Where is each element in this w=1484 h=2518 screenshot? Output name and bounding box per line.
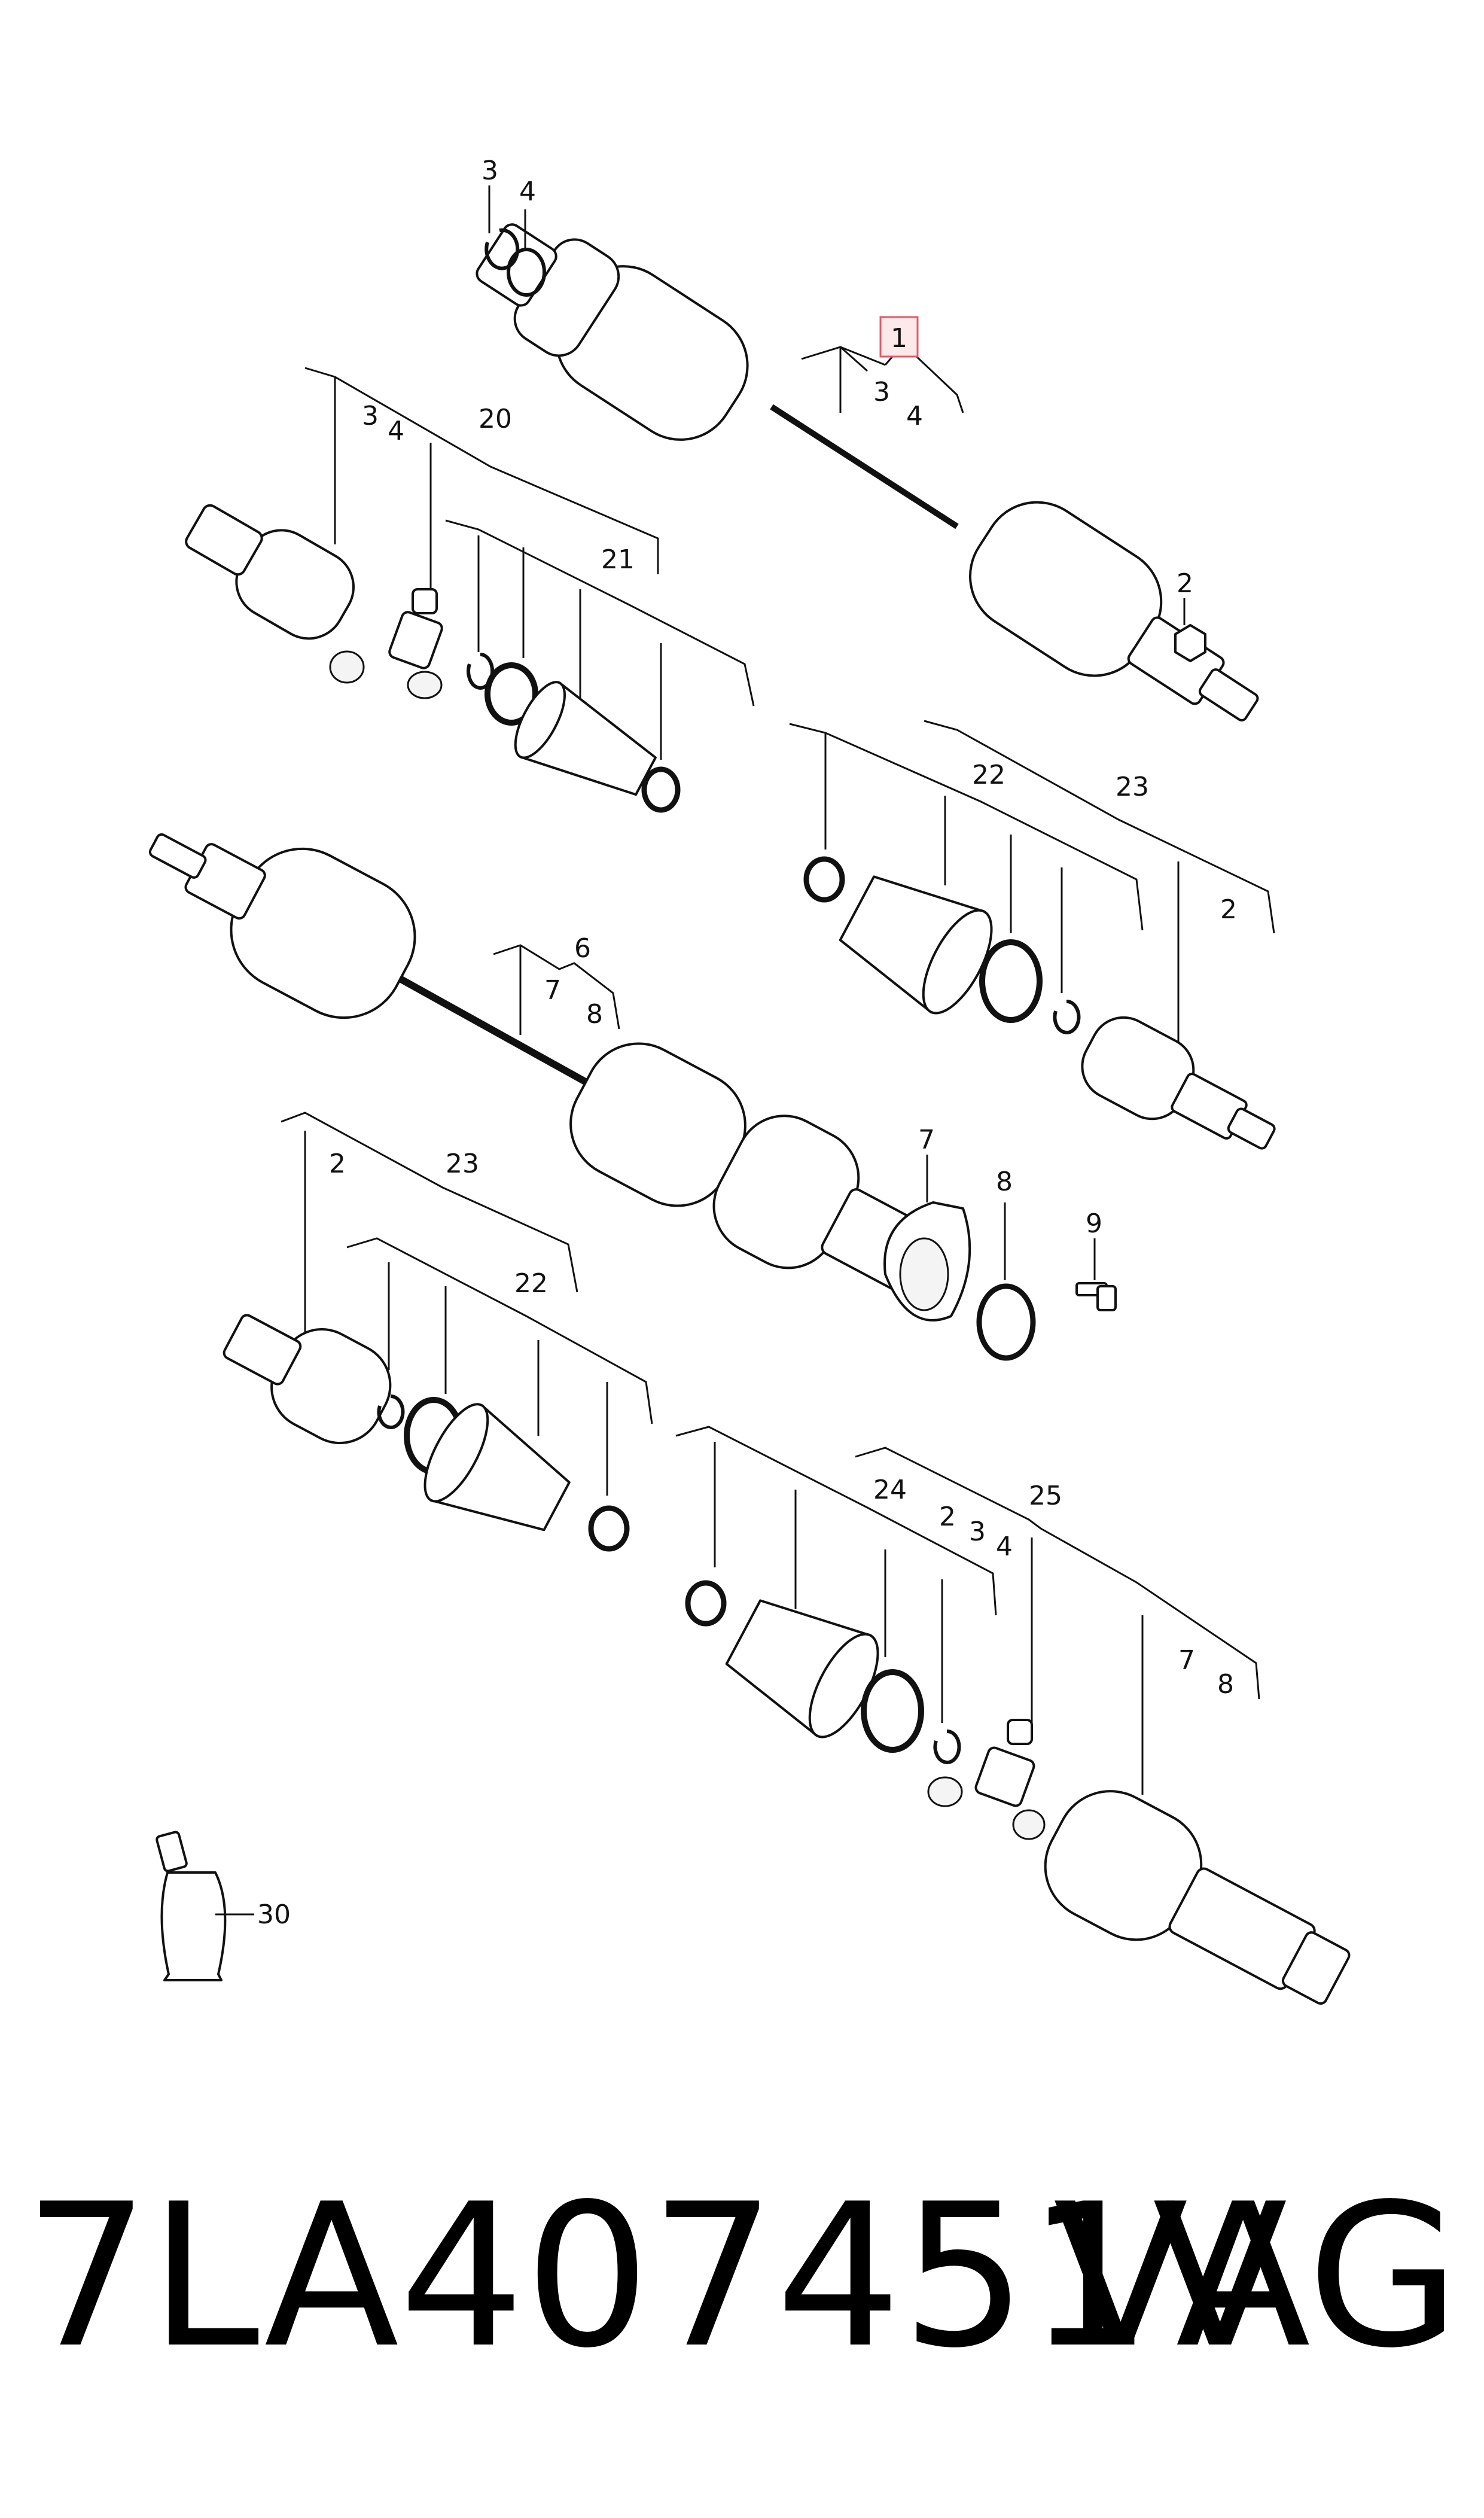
hose-clamp-icon <box>861 1669 924 1753</box>
callout-3a: 3 <box>873 377 890 407</box>
footer: 7LA407451V VAG <box>0 2178 1484 2453</box>
callout-23-right: 23 <box>1116 772 1149 802</box>
callout-2-lowleft: 2 <box>329 1149 346 1179</box>
o-ring-icon <box>507 248 546 297</box>
circlip-icon <box>484 228 520 270</box>
tripod-joint-icon <box>388 588 443 699</box>
hex-nut-icon <box>1174 624 1206 662</box>
callout-3-kit20: 3 <box>362 401 379 431</box>
hose-clamp-icon <box>979 939 1043 1023</box>
callout-7-seal: 7 <box>918 1125 935 1155</box>
drive-shaft-assembly-middle <box>148 833 965 1308</box>
callout-4a: 4 <box>906 401 923 431</box>
callout-1-highlight <box>879 316 919 358</box>
callout-22-right: 22 <box>972 760 1005 790</box>
callout-20: 20 <box>479 404 512 434</box>
callout-7-mid: 7 <box>544 975 561 1006</box>
grease-tube-icon <box>156 1831 227 1981</box>
callout-24: 24 <box>873 1475 907 1505</box>
seal-flange-icon <box>883 1201 971 1322</box>
boot-icon <box>839 875 993 1015</box>
callout-3-top: 3 <box>482 156 498 186</box>
callout-30: 30 <box>257 1899 291 1930</box>
o-ring-icon <box>976 1283 1036 1361</box>
callout-4-lowright: 4 <box>996 1531 1013 1562</box>
callout-25: 25 <box>1029 1481 1062 1511</box>
hose-clamp-icon <box>685 1580 727 1627</box>
tripod-joint-icon <box>927 1719 1046 1840</box>
hose-clamp-icon <box>803 856 845 903</box>
exploded-parts-diagram: 1 3 4 3 4 2 3 4 20 21 22 23 2 <box>148 156 1351 2005</box>
hose-clamp-icon <box>588 1505 630 1552</box>
callout-21: 21 <box>601 544 635 575</box>
cv-joint-housing-icon <box>1044 1790 1351 2005</box>
callout-2-top: 2 <box>1177 568 1193 599</box>
part-number: 7LA407451V <box>24 2161 1288 2391</box>
callout-8-mid: 8 <box>586 999 603 1030</box>
callout-4-top: 4 <box>519 176 536 207</box>
callout-8-lowright: 8 <box>1217 1669 1234 1700</box>
callout-4-kit20: 4 <box>388 416 404 446</box>
callout-22-lowleft: 22 <box>514 1268 548 1299</box>
circlip-icon <box>377 1394 405 1429</box>
cv-joint-housing-icon <box>223 1314 392 1445</box>
circlip-icon <box>1053 999 1081 1034</box>
callout-8-ring: 8 <box>996 1167 1013 1197</box>
cv-joint-housing-icon <box>185 504 355 640</box>
boot-icon <box>514 681 657 796</box>
callout-6: 6 <box>574 933 591 964</box>
callout-3-lowright: 3 <box>969 1517 986 1547</box>
callout-23-lowleft: 23 <box>446 1149 479 1179</box>
bolt-icon <box>1075 1282 1117 1311</box>
boot-icon <box>423 1403 571 1531</box>
brand-label: VAG <box>1053 2161 1460 2391</box>
hose-clamp-icon <box>484 662 538 726</box>
drive-shaft-assembly-top <box>476 223 1259 721</box>
hose-clamp-icon <box>641 766 681 813</box>
cv-joint-outer-icon <box>1081 1016 1276 1150</box>
callout-2-lowright: 2 <box>939 1502 956 1532</box>
circlip-icon <box>933 1729 961 1764</box>
callout-9: 9 <box>1086 1208 1102 1239</box>
boot-icon <box>725 1599 879 1738</box>
callout-7-lowright: 7 <box>1178 1645 1195 1676</box>
callout-1: 1 <box>891 323 907 354</box>
callout-2-right: 2 <box>1220 894 1237 925</box>
